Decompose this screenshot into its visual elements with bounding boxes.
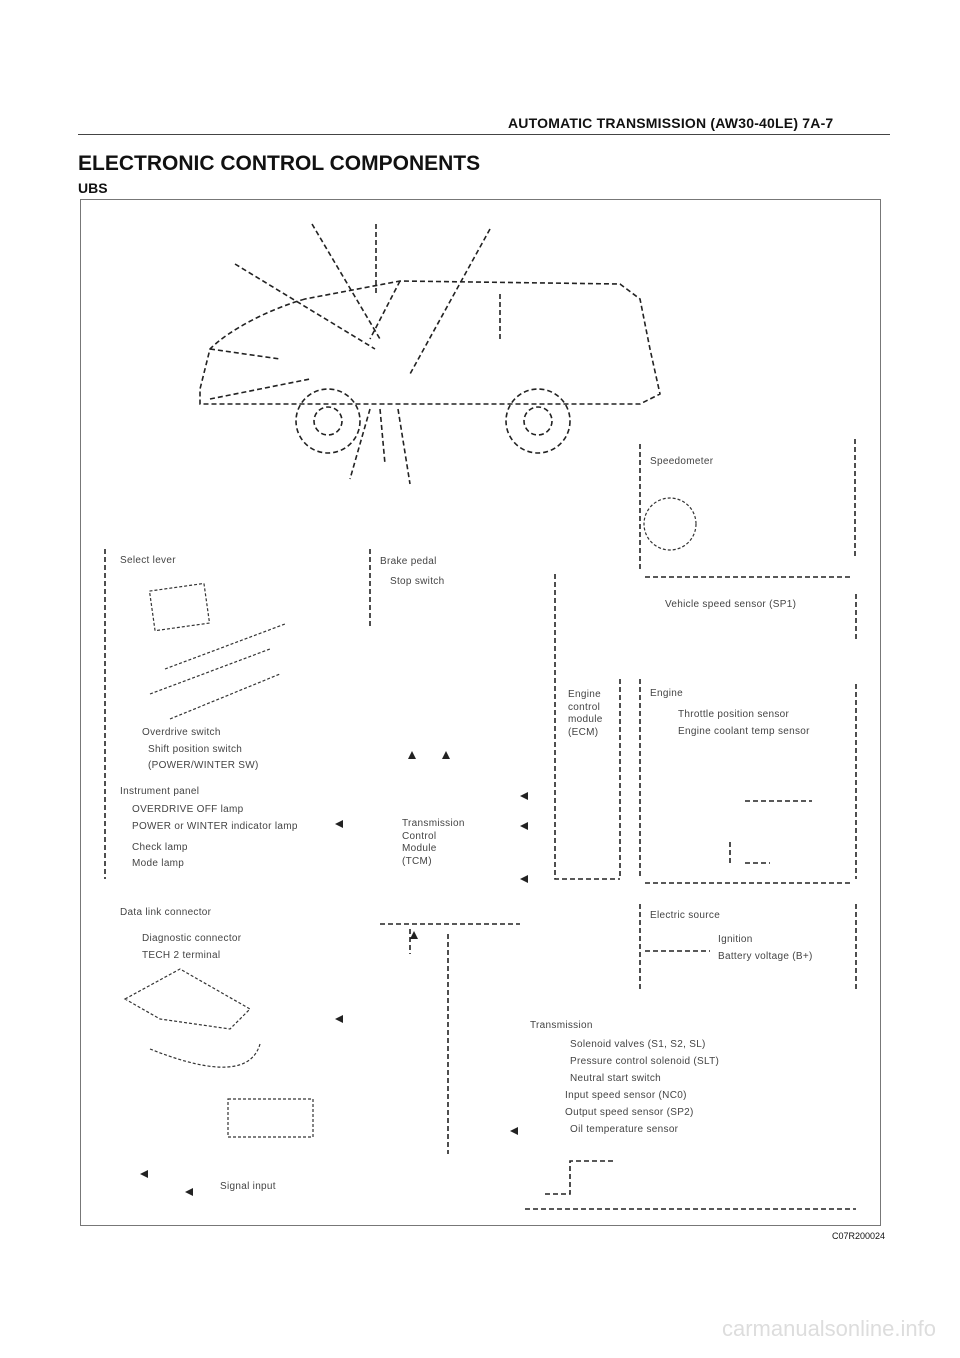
brake-pedal-item: Stop switch — [390, 576, 445, 587]
section-subtitle: UBS — [78, 180, 108, 196]
speedometer-gauge — [643, 497, 697, 551]
select-lever-console — [148, 582, 211, 632]
engine-bracket — [639, 679, 857, 879]
tcm-input-lines — [380, 923, 520, 1154]
brake-pedal-label: Brake pedal — [380, 556, 437, 567]
transmission-item: Pressure control solenoid (SLT) — [570, 1056, 720, 1067]
transmission-label: Transmission — [530, 1020, 593, 1031]
transmission-item: Oil temperature sensor — [570, 1124, 679, 1135]
signal-arrow — [410, 931, 418, 939]
engine-item: Engine coolant temp sensor — [678, 726, 810, 737]
instrument-panel-item: Mode lamp — [132, 858, 185, 869]
leader-line — [209, 348, 281, 360]
engine-signal-step — [729, 839, 770, 864]
signal-input-legend: Signal input — [220, 1181, 276, 1192]
select-lever-grid — [149, 623, 286, 720]
vehicle-speed-sensor-label: Vehicle speed sensor (SP1) — [665, 599, 797, 610]
signal-arrow — [335, 820, 343, 828]
signal-arrow — [520, 822, 528, 830]
tcm-line: (TCM) — [402, 855, 432, 867]
instrument-panel-item: POWER or WINTER indicator lamp — [132, 821, 298, 832]
select-lever-item: Overdrive switch — [142, 727, 221, 738]
component-diagram: Speedometer Vehicle speed sensor (SP1) S… — [80, 199, 881, 1226]
front-wheel-hub — [313, 406, 343, 436]
rear-wheel — [505, 388, 571, 454]
legend-arrow — [185, 1188, 193, 1196]
data-link-connector — [227, 1098, 314, 1138]
diagnostic-cable — [149, 1043, 261, 1068]
electric-source-bracket — [639, 904, 857, 989]
signal-arrow — [520, 875, 528, 883]
vehicle-outline — [199, 280, 661, 405]
electric-source-label: Electric source — [650, 910, 721, 921]
vehicle-windshield — [369, 280, 401, 340]
select-lever-label: Select lever — [120, 555, 176, 566]
ecm-line: module — [568, 714, 603, 725]
leader-line — [349, 408, 371, 480]
instrument-panel-item: OVERDRIVE OFF lamp — [132, 804, 244, 815]
legend-arrow — [140, 1170, 148, 1178]
figure-frame — [80, 199, 881, 1226]
front-wheel — [295, 388, 361, 454]
diagnostic-tool — [123, 968, 251, 1030]
select-lever-item: Shift position switch — [148, 744, 243, 755]
transmission-item: Input speed sensor (NC0) — [565, 1090, 687, 1101]
electric-source-item: Battery voltage (B+) — [718, 951, 813, 962]
signal-arrow — [510, 1127, 518, 1135]
engine-label: Engine — [650, 688, 683, 699]
signal-arrow — [335, 1015, 343, 1023]
transmission-item: Solenoid valves (S1, S2, SL) — [570, 1039, 706, 1050]
speedometer-bracket — [639, 439, 856, 569]
leader-line — [409, 228, 491, 375]
tcm-line: Transmission — [402, 818, 465, 829]
transmission-item: Neutral start switch — [570, 1073, 662, 1084]
data-link-item: TECH 2 terminal — [142, 950, 221, 961]
ecm-line: control — [568, 701, 601, 713]
engine-item: Throttle position sensor — [678, 709, 790, 720]
tcm-line: Control — [402, 830, 437, 842]
watermark: carmanualsonline.info — [721, 1316, 936, 1341]
ecm-box-outline — [554, 574, 621, 880]
page-title: ELECTRONIC CONTROL COMPONENTS — [78, 152, 481, 175]
data-link-label: Data link connector — [120, 907, 212, 918]
data-link-item: Diagnostic connector — [142, 933, 242, 944]
page-header: AUTOMATIC TRANSMISSION (AW30-40LE) 7A-7 — [508, 115, 834, 131]
electric-source-item: Ignition — [718, 934, 753, 945]
signal-arrow — [520, 792, 528, 800]
signal-arrow — [442, 751, 450, 759]
tcm-line: Module — [402, 843, 437, 854]
rear-wheel-hub — [523, 406, 553, 436]
diagram-drawing — [104, 223, 857, 1210]
instrument-panel-label: Instrument panel — [120, 786, 200, 797]
leader-line — [209, 378, 311, 400]
select-lever-item: (POWER/WINTER SW) — [148, 760, 259, 771]
tcm-box: Transmission Control Module (TCM) — [402, 818, 465, 868]
header-rule — [78, 134, 890, 135]
leader-line — [379, 408, 386, 465]
ecm-line: Engine — [568, 689, 601, 700]
ecm-line: (ECM) — [568, 726, 599, 738]
signal-arrow — [408, 751, 416, 759]
transmission-signal-step — [545, 1160, 615, 1195]
leader-line — [234, 263, 376, 350]
leader-line — [311, 223, 381, 340]
transmission-item: Output speed sensor (SP2) — [565, 1107, 694, 1118]
speedometer-label: Speedometer — [650, 456, 714, 467]
ecm-box: Engine control module (ECM) — [568, 689, 603, 739]
leader-line — [397, 408, 411, 485]
instrument-panel-item: Check lamp — [132, 842, 188, 853]
figure-code: C07R200024 — [832, 1231, 886, 1241]
